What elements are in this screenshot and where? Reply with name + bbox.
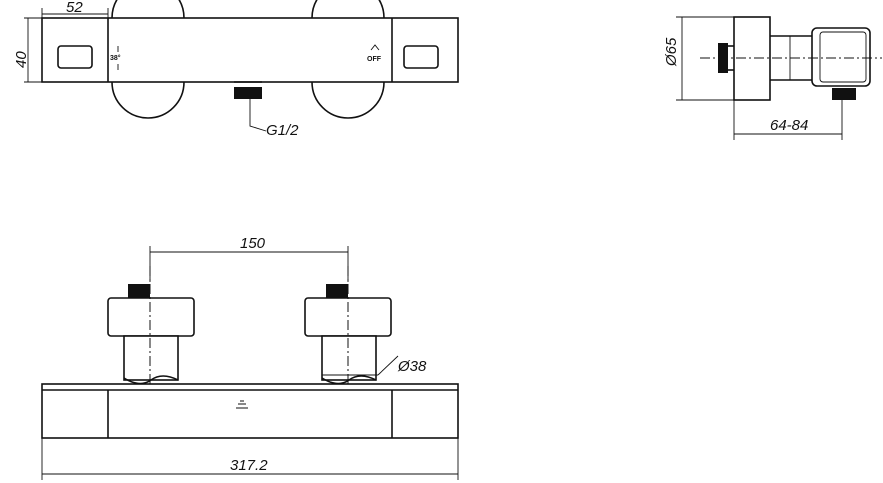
dim-6484-label: 64-84 — [770, 117, 808, 134]
front-stem-right-cut — [321, 375, 377, 385]
top-slot-left — [57, 45, 93, 69]
thread-leader — [249, 99, 267, 132]
top-view: 38° OFF G1/2 52 40 — [13, 0, 459, 139]
top-handle-right-lower — [311, 81, 385, 119]
front-view: 150 Ø38 317.2 — [41, 235, 459, 480]
dim-38-label: Ø38 — [397, 358, 427, 375]
dim-150-label: 150 — [240, 235, 266, 252]
brand-logo-icon — [236, 400, 248, 409]
top-handle-right-upper — [311, 0, 385, 19]
dim-40-label: 40 — [13, 51, 30, 68]
front-body — [41, 383, 459, 439]
dim-38-leader — [377, 355, 399, 376]
dim-65-label: Ø65 — [663, 37, 680, 67]
top-slot-right — [403, 45, 439, 69]
front-stem-right — [321, 335, 377, 381]
front-stem-left — [123, 335, 179, 381]
side-outlet-thread — [832, 88, 856, 100]
front-nut-left — [107, 297, 195, 337]
chevron-up-icon — [370, 44, 380, 51]
front-stem-left-cut — [123, 375, 179, 385]
front-inlet-thread-left — [128, 284, 150, 298]
side-knob-inner — [819, 31, 867, 83]
thread-label: G1/2 — [266, 122, 299, 139]
temp-label: 38° — [110, 54, 121, 62]
top-handle-left-lower — [111, 81, 185, 119]
off-label: OFF — [367, 56, 382, 63]
side-view: Ø65 64-84 — [663, 16, 882, 140]
dim-3172-label: 317.2 — [230, 457, 268, 474]
top-outlet-thread — [234, 87, 262, 99]
top-body — [41, 17, 459, 83]
front-inlet-thread-right — [326, 284, 348, 298]
side-tube — [770, 35, 812, 81]
side-knob — [811, 27, 871, 87]
dim-52-label: 52 — [66, 0, 83, 16]
top-handle-left-upper — [111, 0, 185, 19]
